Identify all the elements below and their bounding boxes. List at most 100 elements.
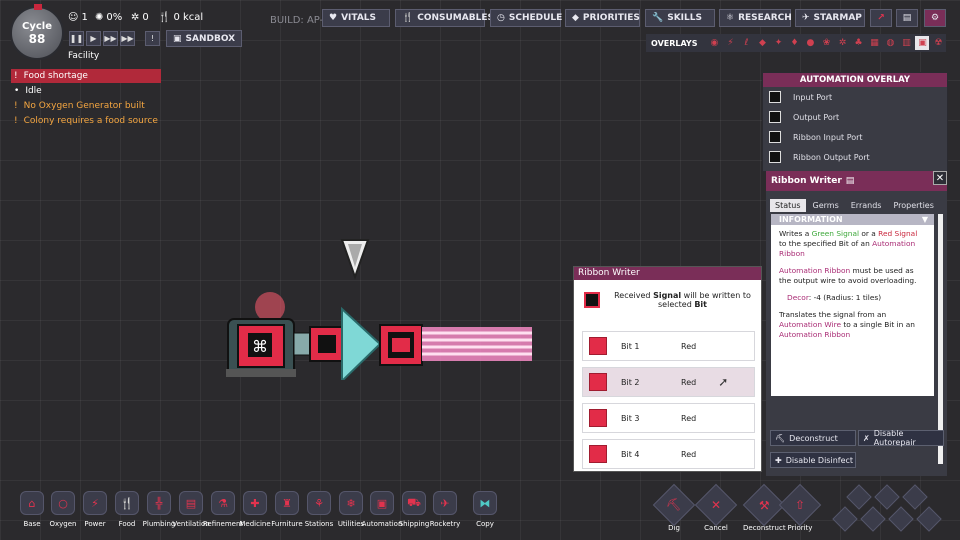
alert-no-oxygen[interactable]: !No Oxygen Generator built [14,101,145,111]
tool-cancel[interactable]: ✕Cancel [694,483,738,532]
cycle-badge[interactable]: Cycle 88 [10,6,64,60]
tool-capture-icon[interactable] [832,506,858,532]
sick-stat[interactable]: ✲ 0 [131,12,149,23]
overlay-rooms-icon[interactable]: ▦ [870,38,879,48]
build-automation[interactable]: ▣Automation [362,491,402,528]
chart-icon: ↗ [877,13,885,23]
overlay-temperature-icon[interactable]: ℓ [744,38,749,48]
bit-row-4[interactable]: Bit 4 Red [582,439,755,469]
speed-3-button[interactable]: ▶▶ [120,31,135,46]
food-stat[interactable]: 🍴 0 kcal [158,12,204,23]
automation-ribbon-link[interactable]: Automation Ribbon [779,330,851,339]
automation-wire-link[interactable]: Automation Wire [779,320,842,329]
tab-skills[interactable]: 🔧SKILLS [645,9,715,27]
copy-button[interactable]: ⧓Copy [471,491,499,528]
tab-priorities[interactable]: ◆PRIORITIES [565,9,640,27]
tool-disinfect-icon[interactable] [888,506,914,532]
sandbox-icon: ▣ [173,33,182,44]
ventilation-icon: ▤ [179,491,203,515]
build-power[interactable]: ⚡Power [81,491,109,528]
tab-status[interactable]: Status [770,199,806,212]
overlay-liquid-icon[interactable]: ♦ [790,38,799,48]
atom-icon: ⚛ [726,13,735,23]
stress-stat[interactable]: ✺ 0% [95,12,123,23]
tool-harvest-icon[interactable] [902,484,928,510]
tool-sweep-icon[interactable] [860,506,886,532]
rocket-icon: ✈ [433,491,457,515]
overlay-gas-icon[interactable]: ● [806,38,815,48]
overlay-power-icon[interactable]: ⚡ [727,38,734,48]
input-port-icon [769,91,781,103]
tab-errands[interactable]: Errands [845,199,887,212]
book-icon[interactable]: ▤ [845,176,855,186]
overlay-conveyor-icon[interactable]: ▥ [902,38,911,48]
build-utilities[interactable]: ❄Utilities [337,491,365,528]
build-shipping[interactable]: ⛟Shipping [399,491,429,528]
red-alert-button[interactable]: ! [145,31,160,46]
refinement-icon: ⚗ [211,491,235,515]
tab-settings[interactable]: ⚙ [924,9,946,27]
tool-mop-icon[interactable] [874,484,900,510]
duplicant-count[interactable]: ☺ 1 [68,12,88,23]
close-button[interactable]: ✕ [933,171,947,185]
disable-autorepair-button[interactable]: ✗Disable Autorepair [858,429,944,447]
bit-row-3[interactable]: Bit 3 Red [582,403,755,433]
bit-row-2[interactable]: Bit 2 Red ➚ [582,367,755,397]
ribbon-output-port-icon [769,151,781,163]
ribbon-writer-building[interactable]: ⌘ [220,235,540,380]
information-header[interactable]: INFORMATION ▼ [771,214,934,225]
tool-attack-icon[interactable] [846,484,872,510]
tab-research[interactable]: ⚛RESEARCH [719,9,792,27]
deconstruct-button[interactable]: ⛏Deconstruct [770,430,856,446]
tab-schedule[interactable]: ◷SCHEDULE [490,9,562,27]
build-plumbing[interactable]: ╬Plumbing [143,491,175,528]
overlay-materials-icon[interactable]: ◆ [759,38,766,48]
tab-starmap[interactable]: ✈STARMAP [795,9,865,27]
build-base[interactable]: ⌂Base [18,491,46,528]
speed-2-button[interactable]: ▶▶ [103,31,118,46]
build-medicine[interactable]: ✚Medicine [239,491,271,528]
build-refinement[interactable]: ⚗Refinement [203,491,243,528]
overlay-farming-icon[interactable]: ♣ [854,38,863,48]
overlay-exosuit-icon[interactable]: ◍ [886,38,895,48]
overlay-decor-icon[interactable]: ❀ [822,38,831,48]
alert-food-source[interactable]: !Colony requires a food source [14,116,158,126]
tab-germs[interactable]: Germs [807,199,844,212]
build-food[interactable]: 🍴Food [113,491,141,528]
alert-food-shortage[interactable]: !Food shortage [11,69,161,83]
sandbox-button[interactable]: ▣ SANDBOX [166,30,243,47]
green-signal-link[interactable]: Green Signal [811,229,860,238]
speed-1-button[interactable]: ▶ [86,31,101,46]
bit-row-1[interactable]: Bit 1 Red [582,331,755,361]
build-furniture[interactable]: ♜Furniture [271,491,303,528]
tool-deconstruct[interactable]: ⚒Deconstruct [743,483,786,532]
tab-reports[interactable]: ↗ [870,9,892,27]
tool-dig[interactable]: ⛏Dig [652,483,696,532]
tab-vitals[interactable]: ♥VITALS [322,9,390,27]
overlay-germs-icon[interactable]: ✲ [838,38,847,48]
food-icon: 🍴 [115,491,139,515]
panel-scrollbar[interactable] [938,214,943,464]
overlay-light-icon[interactable]: ✦ [774,38,783,48]
pause-button[interactable]: ❚❚ [69,31,84,46]
disable-disinfect-button[interactable]: ✚Disable Disinfect [770,452,856,468]
automation-ribbon-link[interactable]: Automation Ribbon [779,239,916,258]
tool-priority[interactable]: ⇧Priority [778,483,822,532]
build-ventilation[interactable]: ▤Ventilation [172,491,210,528]
automation-ribbon-link[interactable]: Automation Ribbon [779,266,851,275]
red-signal-link[interactable]: Red Signal [878,229,918,238]
decor-link[interactable]: Decor [787,293,809,302]
tab-properties[interactable]: Properties [888,199,939,212]
cycle-label: Cycle [22,20,52,32]
tab-database[interactable]: ▤ [896,9,918,27]
overlay-radiation-icon[interactable]: ☢ [934,38,943,48]
build-stations[interactable]: ⚘Stations [305,491,333,528]
tab-consumables[interactable]: 🍴CONSUMABLES [395,9,494,27]
overlay-automation-icon[interactable]: ▣ [915,36,930,50]
germ-icon: ✲ [131,12,140,23]
alert-idle[interactable]: •Idle [14,86,42,96]
build-rocketry[interactable]: ✈Rocketry [430,491,460,528]
overlay-oxygen-icon[interactable]: ◉ [710,38,719,48]
tool-empty-pipe-icon[interactable] [916,506,942,532]
build-oxygen[interactable]: ○Oxygen [49,491,77,528]
